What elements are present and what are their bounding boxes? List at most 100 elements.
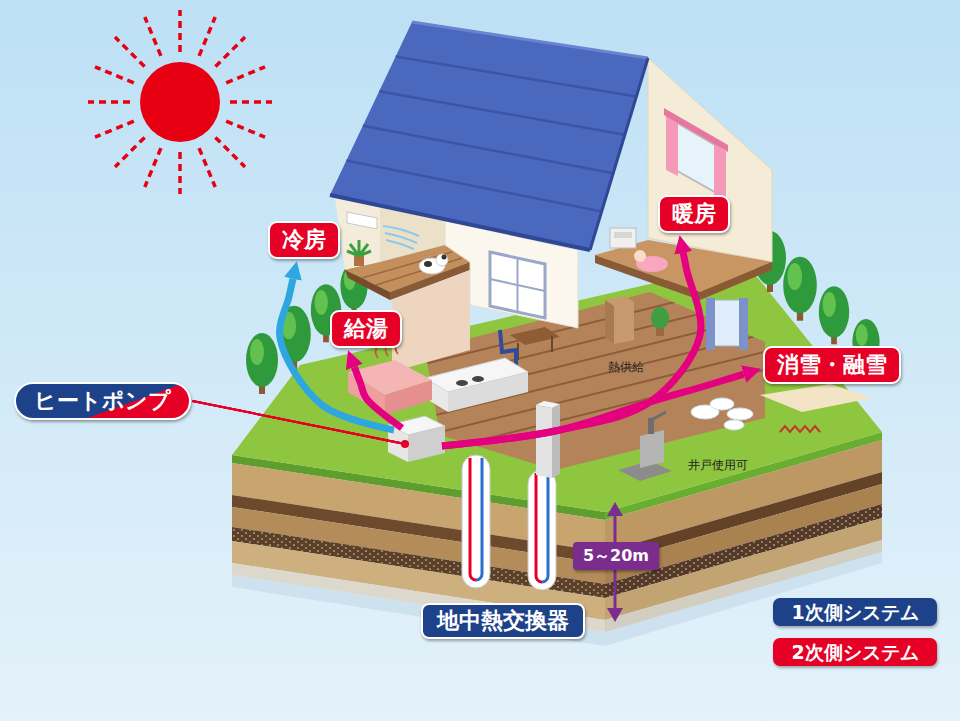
- heat-exchanger-pipes: [470, 458, 476, 580]
- flow-arrow: [193, 279, 406, 444]
- house: [651, 307, 669, 329]
- house: [739, 298, 748, 350]
- heat-exchanger-pipes: [528, 470, 556, 590]
- house: [712, 300, 742, 346]
- well: [640, 430, 664, 468]
- house: [605, 296, 634, 344]
- house: [335, 198, 380, 270]
- label-box: 暖房: [658, 195, 730, 233]
- label-box: 給湯: [330, 310, 402, 348]
- box-text: 5～20m: [583, 546, 649, 565]
- label-box: 地中熱交換器: [421, 603, 585, 639]
- flow-arrow: [193, 374, 744, 446]
- snow-area: [780, 426, 820, 432]
- house: [424, 261, 432, 267]
- house: [590, 58, 648, 250]
- house: [595, 255, 772, 300]
- sun: [88, 100, 130, 104]
- house: [442, 255, 447, 260]
- snow-area: [710, 398, 734, 410]
- house: [347, 240, 371, 256]
- sun: [178, 10, 182, 52]
- leader-line: [193, 401, 406, 444]
- sun: [178, 152, 182, 194]
- house: [420, 348, 780, 437]
- depth-arrow: [607, 502, 623, 516]
- house: [330, 195, 590, 250]
- leader-dot: [401, 440, 409, 448]
- trees: [819, 286, 849, 344]
- house: [706, 298, 715, 350]
- house: [551, 336, 553, 352]
- house: [385, 380, 432, 415]
- sun: [199, 148, 215, 187]
- heat-exchanger-pipes: [536, 405, 552, 478]
- box-text: 冷房: [282, 227, 326, 253]
- house: [408, 426, 445, 462]
- depth-arrow: [607, 608, 623, 622]
- trees: [246, 333, 278, 394]
- house: [388, 425, 408, 462]
- sun: [226, 121, 265, 137]
- leader-line: [193, 401, 406, 444]
- sun: [215, 37, 245, 67]
- sun: [88, 10, 272, 194]
- house: [605, 300, 614, 344]
- house: [666, 114, 678, 176]
- label-box: 冷房: [268, 221, 340, 259]
- flow-line: [354, 367, 402, 428]
- house: [348, 372, 385, 415]
- house: [610, 228, 636, 248]
- snow-area: [724, 420, 744, 430]
- legend-item: 2次側システム: [773, 638, 936, 667]
- well: [651, 412, 666, 420]
- sun: [88, 10, 272, 194]
- flow-arrow: [193, 253, 701, 446]
- house: [490, 252, 545, 318]
- house: [456, 380, 468, 386]
- house: [490, 279, 545, 291]
- flow-line: [442, 253, 701, 446]
- flow-line: [442, 374, 744, 446]
- box-text: 給湯: [344, 316, 388, 342]
- trees: [783, 257, 817, 321]
- leader-line: [193, 401, 406, 444]
- house: [383, 226, 419, 249]
- flow-arrow: [193, 367, 406, 444]
- house: [448, 372, 528, 412]
- house: [648, 58, 772, 262]
- house: [420, 222, 780, 455]
- house: [425, 292, 765, 470]
- heat-exchanger-pipes: [536, 401, 560, 408]
- sun: [115, 37, 145, 67]
- note-label: 熱供給: [608, 360, 644, 374]
- label-box: 消雪・融雪: [763, 346, 901, 384]
- leader-line: [193, 401, 406, 444]
- legend-item: 1次側システム: [773, 598, 936, 627]
- trees: [277, 306, 311, 370]
- box-text: 暖房: [672, 201, 716, 227]
- note-label: 井戸使用可: [688, 458, 748, 472]
- box-text: 地中熱交換器: [437, 608, 569, 634]
- sun: [115, 137, 145, 167]
- house: [634, 250, 646, 262]
- sun: [226, 67, 265, 83]
- snow-area: [691, 384, 872, 432]
- house: [614, 232, 632, 238]
- sun: [140, 62, 220, 142]
- box-text: ヒートポンプ: [34, 388, 171, 414]
- sun: [95, 67, 134, 83]
- sun: [215, 137, 245, 167]
- callout-box: ヒートポンプ: [14, 382, 191, 420]
- house: [347, 212, 377, 229]
- heat-exchanger-pipes: [552, 404, 560, 478]
- heat-exchanger-pipes: [462, 401, 560, 590]
- heat-exchanger-pipes: [462, 455, 490, 588]
- dimension-box: 5～20m: [573, 542, 659, 569]
- sun: [95, 121, 134, 137]
- house: [363, 126, 613, 173]
- sun: [145, 17, 161, 56]
- heat-exchanger-pipes: [476, 458, 482, 580]
